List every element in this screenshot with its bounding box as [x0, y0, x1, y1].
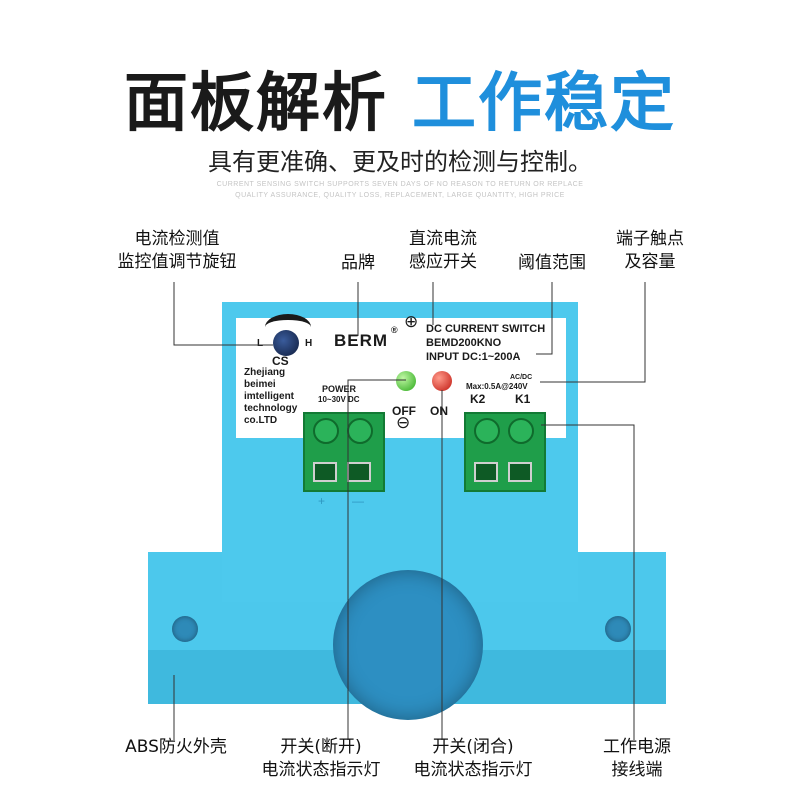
on-status-led: [432, 371, 452, 391]
power-label: POWER: [322, 384, 357, 394]
acdc-label: AC/DC: [510, 374, 533, 381]
maker-line-1: Zhejiang: [244, 367, 286, 378]
maker-line-4: technology: [244, 403, 298, 414]
callout-threshold: 阈值范围: [518, 253, 586, 273]
k1-label: K1: [515, 392, 531, 406]
output-screw-k1: [508, 418, 534, 444]
sensing-hole: [333, 570, 483, 720]
off-status-led: [396, 371, 416, 391]
output-screw-k2: [474, 418, 500, 444]
product-line-3: INPUT DC:1~200A: [426, 351, 521, 363]
callout-power-terminal: 工作电源 接线端: [603, 737, 671, 780]
subtitle: 具有更准确、更及时的检测与控制。: [208, 148, 592, 176]
on-label: ON: [430, 404, 448, 418]
line-knob: [173, 282, 273, 346]
product-line-1: DC CURRENT SWITCH: [426, 323, 546, 335]
callout-dc-sense: 直流电流 感应开关: [409, 229, 477, 272]
plus-icon: ⊕: [404, 312, 419, 331]
title-blue: 工作稳定: [412, 67, 676, 141]
power-screw-plus: [313, 418, 339, 444]
knob-h-label: H: [305, 338, 313, 349]
line-power-terminal: [541, 424, 635, 740]
knob-l-label: L: [257, 338, 264, 349]
line-terminal-contact: [540, 282, 646, 383]
k2-label: K2: [470, 392, 486, 406]
minus-icon: ⊖: [396, 413, 411, 432]
line-threshold: [536, 282, 553, 355]
knob-arc-icon: [265, 314, 311, 340]
knob-cs-label: CS: [272, 354, 289, 368]
off-label: OFF: [392, 404, 416, 418]
maker-line-3: imtelligent: [244, 391, 295, 402]
faint-line-1: CURRENT SENSING SWITCH SUPPORTS SEVEN DA…: [216, 181, 584, 188]
callout-switch-on: 开关(闭合) 电流状态指示灯: [413, 737, 533, 780]
line-green-led: [347, 379, 406, 740]
brand-reg-mark: ®: [391, 325, 398, 335]
callout-switch-off: 开关(断开) 电流状态指示灯: [261, 737, 381, 780]
page-title: 面板解析工作稳定: [0, 52, 800, 144]
maker-line-5: co.LTD: [244, 415, 278, 426]
maker-line-2: beimei: [244, 379, 276, 390]
callout-terminal-contact: 端子触点 及容量: [616, 229, 684, 272]
left-mount-hole: [172, 616, 198, 642]
power-range: 10~30V DC: [318, 395, 360, 404]
terminal-minus-mark: —: [352, 494, 364, 508]
terminal-plus-mark: +: [318, 494, 326, 508]
power-slot-plus: [313, 462, 337, 482]
output-slot-k1: [508, 462, 532, 482]
adjust-knob: [273, 330, 299, 356]
right-mount-hole: [605, 616, 631, 642]
output-slot-k2: [474, 462, 498, 482]
faint-line-2: QUALITY ASSURANCE, QUALITY LOSS, REPLACE…: [235, 192, 565, 199]
callout-knob: 电流检测值 监控值调节旋钮: [117, 229, 237, 272]
max-rating: Max:0.5A@240V: [466, 382, 528, 391]
product-line-2: BEMD200KNO: [426, 337, 502, 349]
callout-brand: 品牌: [341, 253, 375, 273]
title-black: 面板解析: [124, 67, 388, 141]
brand-logo: BERM: [334, 331, 389, 350]
callout-shell: ABS防火外壳: [125, 737, 227, 757]
